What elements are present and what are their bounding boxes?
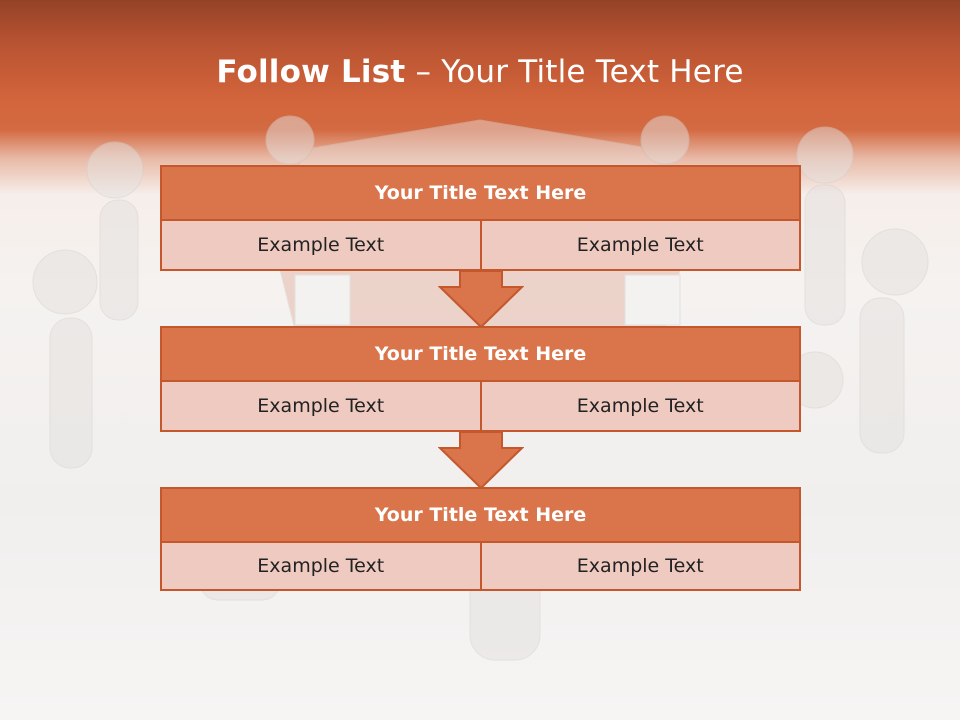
block-title: Your Title Text Here xyxy=(160,487,801,543)
block-row: Example Text Example Text xyxy=(160,382,801,432)
title-rest-part: – Your Title Text Here xyxy=(405,54,744,90)
title-bold-part: Follow List xyxy=(216,54,406,90)
slide-title: Follow List – Your Title Text Here xyxy=(0,54,960,90)
list-block-1: Your Title Text Here Example Text Exampl… xyxy=(160,165,801,271)
block-row: Example Text Example Text xyxy=(160,543,801,591)
block-cell-left: Example Text xyxy=(160,543,482,591)
list-block-3: Your Title Text Here Example Text Exampl… xyxy=(160,487,801,591)
list-block-2: Your Title Text Here Example Text Exampl… xyxy=(160,326,801,432)
block-cell-right: Example Text xyxy=(481,543,801,591)
block-cell-right: Example Text xyxy=(481,382,801,432)
down-arrow-icon xyxy=(438,431,524,489)
block-cell-left: Example Text xyxy=(160,221,482,271)
block-cell-right: Example Text xyxy=(481,221,801,271)
block-title: Your Title Text Here xyxy=(160,326,801,382)
block-title: Your Title Text Here xyxy=(160,165,801,221)
block-row: Example Text Example Text xyxy=(160,221,801,271)
down-arrow-icon xyxy=(438,270,524,328)
block-cell-left: Example Text xyxy=(160,382,482,432)
